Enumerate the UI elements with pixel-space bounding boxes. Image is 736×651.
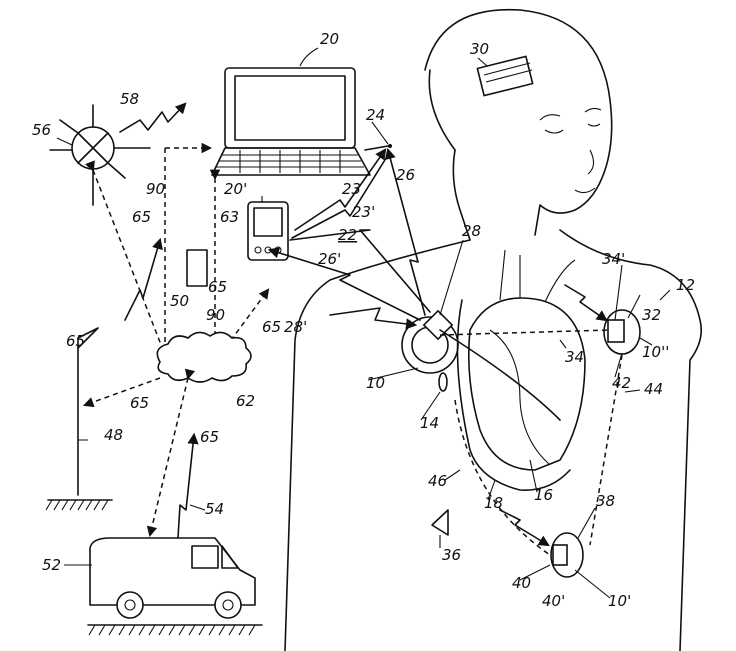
implant-device-10-prime [454,399,584,578]
ref-label: 54 [205,500,224,518]
ref-label: 28' [284,318,307,336]
ref-label: 26 [396,166,415,184]
ref-label: 22 [338,226,357,244]
ref-label: 28 [462,222,481,240]
ref-label: 65 [66,332,85,350]
implant-device-10-double-prime [589,309,641,546]
ref-label: 44 [644,380,663,398]
ref-label: 65 [262,318,281,336]
network-cloud [156,331,252,383]
ref-label: 20 [320,30,339,48]
ref-label: 38 [596,492,615,510]
ref-label: 46 [428,472,447,490]
handheld-device [247,201,289,261]
antenna-tower [45,327,113,511]
ref-label: 65 [132,208,151,226]
ref-label: 20' [224,180,247,198]
ref-label: 10'' [642,343,669,361]
ref-label: 30 [470,40,489,58]
ref-label: 63 [220,208,239,226]
ref-label: 10 [366,374,385,392]
ref-label: 23' [352,203,375,221]
ref-label: 23 [342,180,361,198]
ref-label: 34 [565,348,584,366]
ref-label: 90 [146,180,165,198]
ref-label: 24 [366,106,385,124]
ref-label: 40 [512,574,531,592]
ref-label: 32 [642,306,661,324]
ref-label: 65 [130,394,149,412]
ref-label: 58 [120,90,139,108]
ref-label: 40' [542,592,565,610]
ref-label: 62 [236,392,255,410]
ref-label: 56 [32,121,51,139]
ref-label: 12 [676,276,695,294]
ref-label: 18 [484,494,503,512]
patient-body [284,8,703,651]
ref-label: 34' [602,250,625,268]
implant-device-10 [401,309,611,421]
ref-label: 16 [534,486,553,504]
ambulance-van [87,432,263,636]
ref-label: 42 [612,374,631,392]
ref-label: 10' [608,592,631,610]
ref-label: 65 [208,278,227,296]
ref-label: 65 [200,428,219,446]
laptop-computer [211,67,392,176]
ref-label: 14 [420,414,439,432]
ref-label: 50 [170,292,189,310]
ref-label: 26' [318,250,341,268]
ref-label: 48 [104,426,123,444]
ref-label: 52 [42,556,61,574]
ref-label: 36 [442,546,461,564]
ref-label: 90 [206,306,225,324]
